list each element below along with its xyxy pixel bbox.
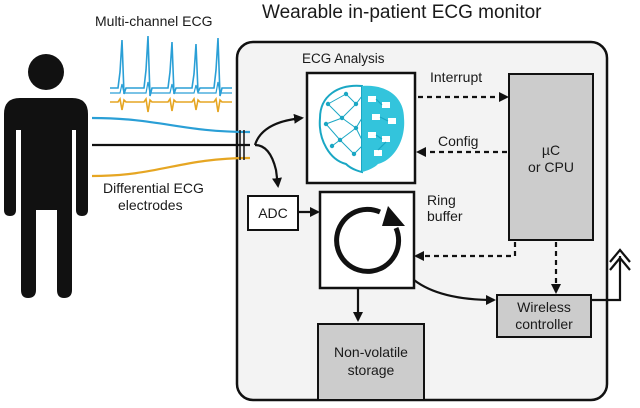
config-label: Config (438, 133, 478, 149)
ring-buffer-label-line2: buffer (427, 208, 463, 224)
storage-label-line2: storage (348, 362, 395, 378)
multi-channel-ecg-label: Multi-channel ECG (95, 13, 213, 29)
ecg-trace-graphic (110, 35, 232, 113)
connector-to-analysis-arrow (253, 113, 304, 146)
brain-neural-network-icon (318, 84, 405, 174)
electrode-connector (239, 130, 245, 160)
uc-cpu-label-line1: µC (542, 142, 560, 158)
ecg-analysis-label: ECG Analysis (302, 51, 385, 66)
uc-cpu-box (508, 73, 594, 241)
wireless-output-line (591, 256, 622, 302)
adc-box (247, 195, 299, 231)
circular-arrow-icon (334, 206, 405, 274)
uc-cpu-label-line2: or CPU (528, 159, 574, 175)
wireless-label-line1: Wireless (517, 299, 571, 315)
storage-label-line1: Non-volatile (334, 344, 408, 360)
differential-ecg-label-line1: Differential ECG (103, 180, 204, 196)
adc-label: ADC (258, 205, 288, 221)
connector-to-adc-arrow (254, 143, 282, 188)
wireless-controller-box (496, 294, 592, 338)
uc-to-buffer-arrow (414, 242, 517, 261)
electrode-wires (91, 116, 251, 178)
storage-box (317, 323, 425, 401)
interrupt-label: Interrupt (430, 69, 482, 85)
diagram-title: Wearable in-patient ECG monitor (262, 2, 542, 23)
double-chevron-up-icon (609, 248, 631, 271)
ring-buffer-label-line1: Ring (427, 192, 456, 208)
wireless-label-line2: controller (515, 316, 573, 332)
person-silhouette-icon (4, 54, 88, 298)
buffer-to-wireless-arrow (413, 279, 496, 305)
differential-ecg-label-line2: electrodes (118, 197, 183, 213)
